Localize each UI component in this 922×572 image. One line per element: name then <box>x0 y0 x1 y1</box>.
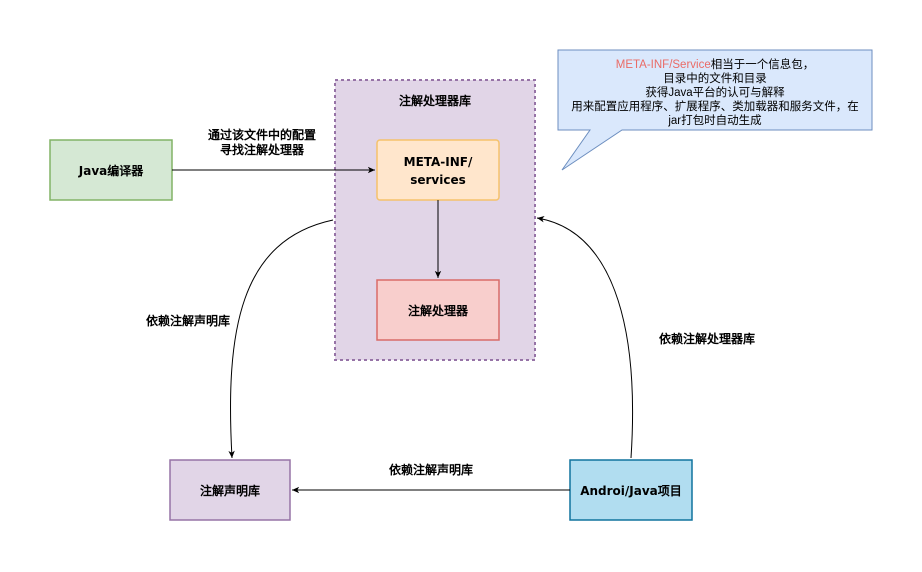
info-callout-line4: 用来配置应用程序、扩展程序、类加载器和服务文件，在 <box>571 99 859 113</box>
edge-processor-lib-to-declaration-label: 依赖注解声明库 <box>146 313 230 328</box>
info-callout-line1: META-INF/Service相当于一个信息包， <box>616 57 815 71</box>
info-callout-line1-rest: 相当于一个信息包， <box>711 57 815 71</box>
meta-inf-services-label-line2: services <box>410 173 466 187</box>
annotation-declaration-library-label: 注解声明库 <box>200 483 260 498</box>
meta-inf-services-node[interactable] <box>376 139 500 201</box>
info-callout-line5: jar打包时自动生成 <box>667 113 762 127</box>
meta-inf-services-label-line1: META-INF/ <box>404 155 473 169</box>
java-compiler-node[interactable] <box>49 139 173 201</box>
edge-project-to-declaration-label: 依赖注解声明库 <box>389 462 473 477</box>
info-callout-line3: 获得Java平台的认可与解释 <box>645 85 785 99</box>
edge-compiler-to-services-label-line1: 通过该文件中的配置 <box>208 127 316 142</box>
processor-library-label: 注解处理器库 <box>399 93 471 108</box>
annotation-processor-label: 注解处理器 <box>408 303 469 318</box>
android-java-project-label: Androi/Java项目 <box>580 484 682 498</box>
edge-project-to-processor-lib-label: 依赖注解处理器库 <box>659 331 755 346</box>
annotation-processor-node[interactable] <box>376 279 500 341</box>
edge-processor-lib-to-declaration <box>228 219 334 459</box>
edge-project-to-processor-lib <box>536 216 634 459</box>
info-callout-highlight: META-INF/Service <box>616 59 711 71</box>
android-java-project-node[interactable] <box>569 459 693 521</box>
info-callout-bubble <box>557 49 873 171</box>
info-callout-line2: 目录中的文件和目录 <box>663 71 767 85</box>
edge-compiler-to-services-label-line2: 寻找注解处理器 <box>220 142 305 157</box>
annotation-declaration-library-node[interactable] <box>169 459 291 521</box>
java-compiler-label: Java编译器 <box>78 163 144 178</box>
